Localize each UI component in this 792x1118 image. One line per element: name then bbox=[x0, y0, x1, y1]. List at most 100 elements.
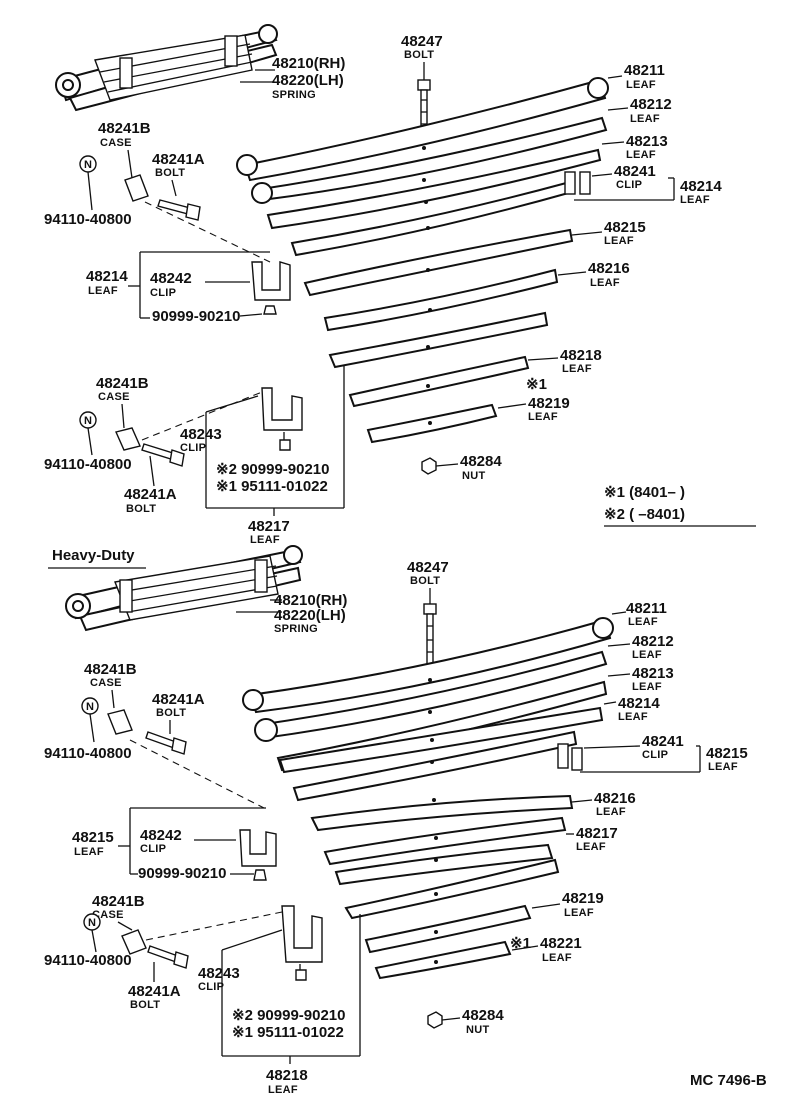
case-b-number: 48241B bbox=[96, 375, 149, 392]
case-a-number: 48241B bbox=[98, 120, 151, 137]
n-mark-b: N bbox=[84, 415, 92, 427]
leaf-48218-number: 48218 bbox=[560, 347, 602, 364]
heavy-pin-a-number: 94110-40800 bbox=[44, 745, 132, 762]
leaf-48215-label: LEAF bbox=[604, 235, 634, 247]
leaf-48212-number: 48212 bbox=[630, 96, 672, 113]
left-leaf-number: 48214 bbox=[86, 268, 128, 285]
heavy-leaf-48217-number: 48217 bbox=[576, 825, 618, 842]
leaf-48216-label: LEAF bbox=[590, 277, 620, 289]
leaf-48211-number: 48211 bbox=[624, 62, 665, 79]
heavy-pin-b-number: 94110-40800 bbox=[44, 952, 132, 969]
heavy-nut-number: 48284 bbox=[462, 1007, 504, 1024]
heavy-leaf-48211-label: LEAF bbox=[628, 616, 658, 628]
legend-box: ※1 (8401– ) ※2 ( –8401) bbox=[604, 484, 756, 527]
heavy-clip-left-number: 48242 bbox=[140, 827, 182, 844]
note-1: ※1 95111-01022 bbox=[216, 478, 328, 495]
nut-label: NUT bbox=[462, 470, 486, 482]
heavy-case-icon bbox=[107, 709, 133, 735]
clip-48243-number: 48243 bbox=[180, 426, 222, 443]
heavy-center-bolt-label: BOLT bbox=[410, 575, 440, 587]
case-a-label: CASE bbox=[100, 137, 132, 149]
heavy-spring-lh-number: 48220(LH) bbox=[274, 607, 346, 624]
case-b-icon bbox=[115, 427, 141, 451]
clip-48241-label: CLIP bbox=[616, 179, 642, 191]
heavy-nut-icon bbox=[427, 1011, 443, 1029]
heavy-leaf-48216-label: LEAF bbox=[596, 806, 626, 818]
heavy-leaf-48221-label: LEAF bbox=[542, 952, 572, 964]
drawing-code: MC 7496-B bbox=[690, 1072, 767, 1089]
bolt-a-label: BOLT bbox=[155, 167, 185, 179]
leaf-48213-label: LEAF bbox=[626, 149, 656, 161]
heavy-left-leaf-number: 48215 bbox=[72, 829, 114, 846]
heavy-spring-label: SPRING bbox=[274, 623, 318, 635]
heavy-left-leaf-label: LEAF bbox=[74, 846, 104, 858]
heavy-clip-48243-number: 48243 bbox=[198, 965, 240, 982]
heavy-leaf-48221-number: 48221 bbox=[540, 935, 582, 952]
bolt-b-number: 48241A bbox=[124, 486, 177, 503]
clip-48243-label: CLIP bbox=[180, 442, 206, 454]
heavy-bolt-b-number: 48241A bbox=[128, 983, 181, 1000]
bolt-a-number: 48241A bbox=[152, 151, 205, 168]
heavy-leaf-48216-number: 48216 bbox=[594, 790, 636, 807]
heavy-bolt-b-label: BOLT bbox=[130, 999, 160, 1011]
heavy-leaf-48213-number: 48213 bbox=[632, 665, 674, 682]
legend-line-2: ※2 ( –8401) bbox=[604, 506, 685, 523]
heavy-case-b-number: 48241B bbox=[92, 893, 145, 910]
heavy-rivet-left-number: 90999-90210 bbox=[138, 865, 226, 882]
heavy-leaf-48218-number: 48218 bbox=[266, 1067, 308, 1084]
heavy-center-bolt-number: 48247 bbox=[407, 559, 449, 576]
center-bolt-number: 48247 bbox=[401, 33, 443, 50]
clip-48241-number: 48241 bbox=[614, 163, 656, 180]
heavy-clip-48241-label: CLIP bbox=[642, 749, 668, 761]
clip-left-number: 48242 bbox=[150, 270, 192, 287]
leaf-48212-label: LEAF bbox=[630, 113, 660, 125]
heavy-spring-assembly-icon bbox=[65, 545, 303, 632]
pin-a-number: 94110-40800 bbox=[44, 211, 132, 228]
heavy-case-a-label: CASE bbox=[90, 677, 122, 689]
heavy-leaf-48212-number: 48212 bbox=[632, 633, 674, 650]
bolt-b-icon bbox=[141, 443, 185, 467]
clip-left-label: CLIP bbox=[150, 287, 176, 299]
heavy-duty-section: Heavy-Duty 48210(RH) 48220(LH) SPRING 48… bbox=[44, 545, 748, 1096]
rivet-b-icon bbox=[279, 439, 291, 451]
heavy-leaf-48219-number: 48219 bbox=[562, 890, 604, 907]
heavy-spring-rh-number: 48210(RH) bbox=[274, 592, 347, 609]
heavy-clip-48243-label: CLIP bbox=[198, 981, 224, 993]
heavy-duty-title: Heavy-Duty bbox=[52, 547, 135, 564]
heavy-nut-label: NUT bbox=[466, 1024, 490, 1036]
leaf-48213-number: 48213 bbox=[626, 133, 668, 150]
heavy-n-mark-b: N bbox=[88, 917, 96, 929]
heavy-leaf-48212-label: LEAF bbox=[632, 649, 662, 661]
spring-lh-number: 48220(LH) bbox=[272, 72, 344, 89]
heavy-leaf-48215-number: 48215 bbox=[706, 745, 748, 762]
heavy-note-2: ※2 90999-90210 bbox=[232, 1007, 346, 1024]
pin-b-number: 94110-40800 bbox=[44, 456, 132, 473]
left-leaf-label: LEAF bbox=[88, 285, 118, 297]
rivet-icon bbox=[263, 305, 277, 315]
heavy-leaf-stack bbox=[242, 617, 614, 980]
heavy-leaf-48214-label: LEAF bbox=[618, 711, 648, 723]
center-bolt-label: BOLT bbox=[404, 49, 434, 61]
case-icon bbox=[124, 174, 149, 202]
leaf-48219-number: 48219 bbox=[528, 395, 570, 412]
n-mark: N bbox=[84, 159, 92, 171]
heavy-leaf-48214-number: 48214 bbox=[618, 695, 660, 712]
heavy-bolt-icon bbox=[145, 731, 187, 755]
note-2: ※2 90999-90210 bbox=[216, 461, 330, 478]
heavy-leaf-48219-label: LEAF bbox=[564, 907, 594, 919]
leaf-48219-label: LEAF bbox=[528, 411, 558, 423]
heavy-rivet-icon bbox=[253, 869, 267, 881]
heavy-bolt-b-icon bbox=[147, 945, 189, 969]
heavy-note-1: ※1 95111-01022 bbox=[232, 1024, 344, 1041]
rivet-left-number: 90999-90210 bbox=[152, 308, 240, 325]
spring-label: SPRING bbox=[272, 89, 316, 101]
standard-spring-section: 48210(RH) 48220(LH) SPRING 48247 BOLT bbox=[44, 24, 722, 546]
heavy-rivet-b-icon bbox=[295, 969, 307, 981]
heavy-leaf-48211-number: 48211 bbox=[626, 600, 667, 617]
leaf-48216-number: 48216 bbox=[588, 260, 630, 277]
heavy-case-b-icon bbox=[121, 929, 147, 955]
spring-rh-number: 48210(RH) bbox=[272, 55, 345, 72]
leaf-48217-number: 48217 bbox=[248, 518, 290, 535]
leaf-48215-number: 48215 bbox=[604, 219, 646, 236]
